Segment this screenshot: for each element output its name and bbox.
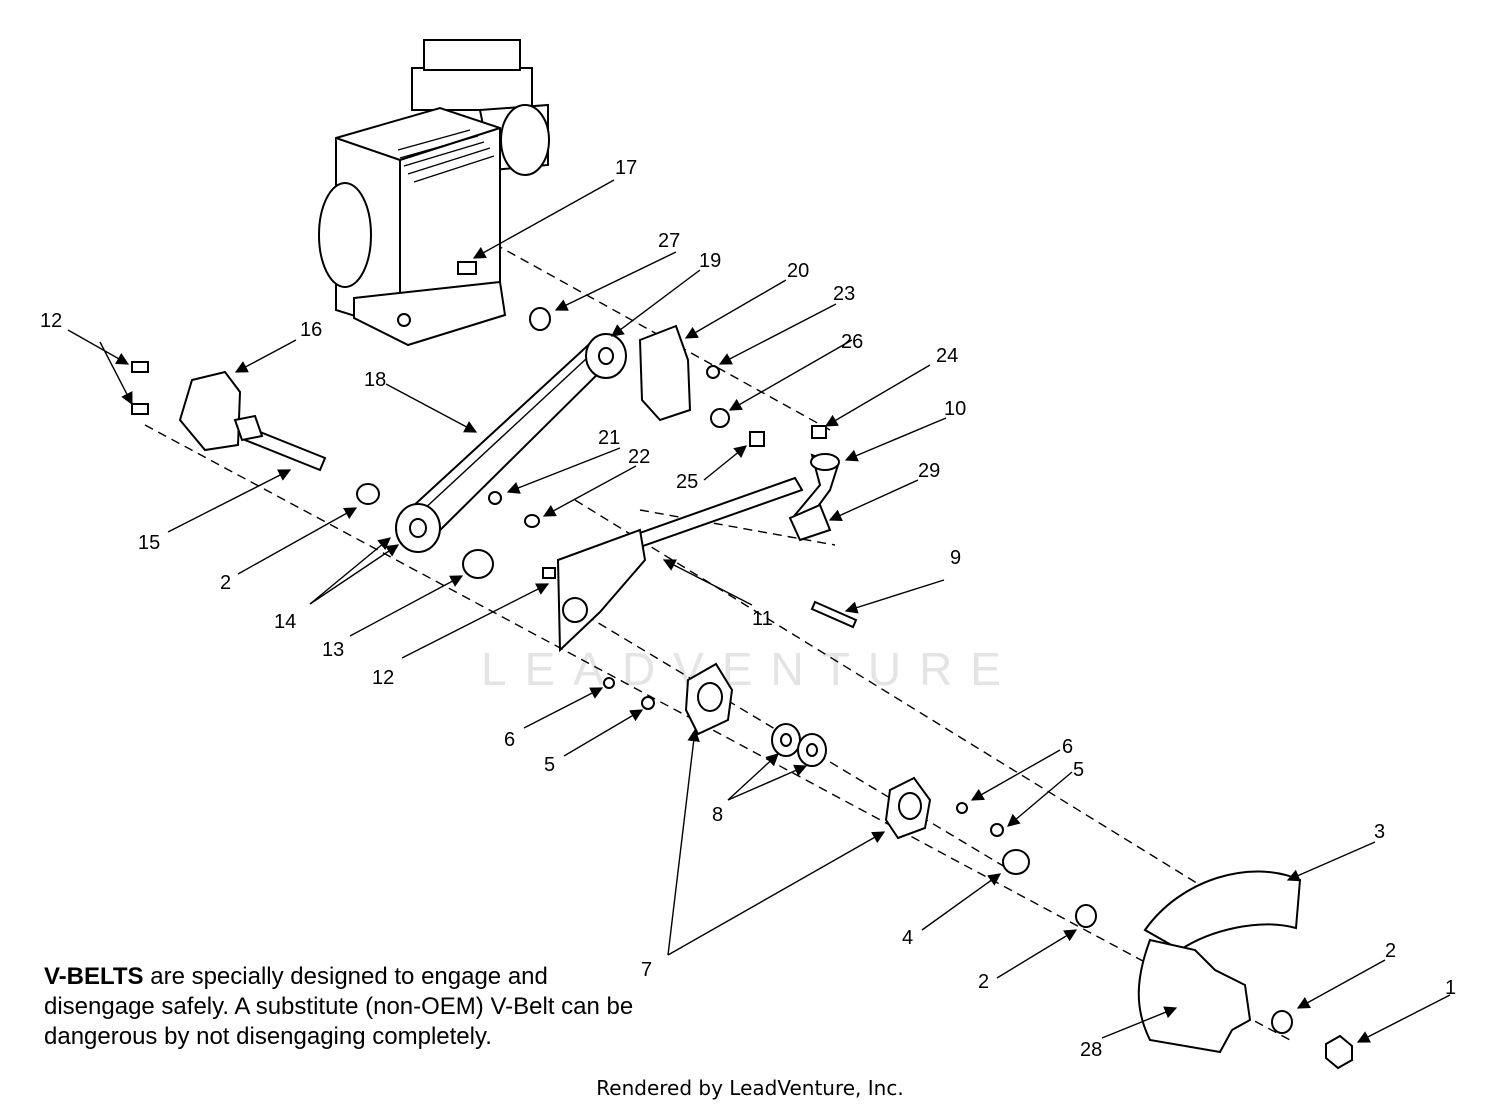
watermark: LEADVENTURE: [481, 643, 1019, 695]
callout-6: 6: [504, 729, 515, 751]
part-29-linkage: [788, 503, 832, 542]
callout-13: 13: [322, 639, 344, 661]
part-24-bolt: [811, 425, 827, 439]
callout-9: 9: [950, 547, 961, 569]
callout-14: 14: [274, 611, 296, 633]
part-27-washer: [529, 307, 551, 331]
part-25-bolt: [749, 431, 765, 447]
part-23-nut: [706, 365, 720, 379]
callout-20: 20: [787, 260, 809, 282]
part-3-shield: [1143, 870, 1302, 952]
part-9-pin: [810, 600, 858, 629]
part-6-nut: [603, 677, 615, 689]
part-20-bracket: [638, 324, 692, 422]
callout-3: 3: [1374, 821, 1385, 843]
vbelt-note-text: are specially designed to engage and dis…: [44, 963, 634, 1050]
part-15-shaft: [233, 414, 327, 472]
callout-11: 11: [752, 608, 773, 630]
part-7-bearing: [884, 776, 932, 840]
callout-5: 5: [1073, 759, 1084, 781]
callout-12: 12: [372, 667, 394, 689]
part-12-bolt: [131, 403, 149, 415]
assembly-axes: [144, 221, 1291, 1041]
vbelt-note-heading: V-BELTS: [44, 963, 144, 990]
part-13-spacer: [462, 549, 494, 579]
callout-8: 8: [712, 804, 723, 826]
callout-23: 23: [833, 283, 855, 305]
part-2-washer: [356, 483, 380, 505]
callout-1: 1: [1445, 977, 1456, 999]
callout-24: 24: [936, 345, 958, 367]
engine: [318, 39, 550, 347]
callout-10: 10: [944, 398, 966, 420]
part-12-bolt: [131, 361, 149, 373]
part-2-washer: [1075, 904, 1097, 928]
callout-19: 19: [699, 250, 721, 272]
callout-17: 17: [615, 157, 637, 179]
part-11-shaft: [556, 476, 804, 653]
part-21-nut: [488, 491, 502, 505]
part-2-washer: [1271, 1010, 1293, 1034]
vbelt-safety-note: V-BELTS are specially designed to engage…: [44, 962, 664, 1052]
part-1-nut: [1325, 1034, 1353, 1070]
callout-2: 2: [978, 971, 989, 993]
part-4-spacer: [1002, 849, 1030, 875]
callout-labels: 1 2 2 2 3 4 5 5 6 6 7 8 9 10 11 12 12 13…: [40, 157, 1456, 1061]
callout-28: 28: [1080, 1039, 1102, 1061]
part-5-nut: [641, 696, 655, 710]
cooling-fins: [397, 129, 495, 183]
callout-22: 22: [628, 446, 650, 468]
callout-6: 6: [1062, 736, 1073, 758]
callout-18: 18: [364, 369, 386, 391]
leader-lines: [67, 179, 1451, 1043]
part-12-bolt: [542, 567, 556, 579]
callout-16: 16: [300, 319, 322, 341]
callout-5: 5: [544, 754, 555, 776]
callout-21: 21: [598, 427, 620, 449]
part-28-blade: [1137, 938, 1252, 1054]
callout-4: 4: [902, 927, 913, 949]
part-19-pulley: [585, 333, 627, 379]
part-16-guard: [178, 370, 242, 452]
part-6-nut: [956, 802, 968, 814]
part-14-pulley: [395, 503, 441, 553]
callout-2: 2: [1385, 940, 1396, 962]
part-8-bearings: [771, 723, 827, 767]
part-26-washer: [710, 408, 730, 428]
callout-15: 15: [138, 532, 160, 554]
part-7-bearing: [684, 662, 734, 736]
callout-25: 25: [676, 471, 698, 493]
callout-7: 7: [641, 959, 652, 981]
callout-2: 2: [220, 572, 231, 594]
render-credit: Rendered by LeadVenture, Inc.: [596, 1076, 904, 1100]
callout-12: 12: [40, 310, 62, 332]
callout-29: 29: [918, 460, 940, 482]
part-22-washer: [524, 514, 540, 528]
callout-26: 26: [841, 331, 863, 353]
callout-27: 27: [658, 230, 680, 252]
part-5-nut: [990, 823, 1004, 837]
